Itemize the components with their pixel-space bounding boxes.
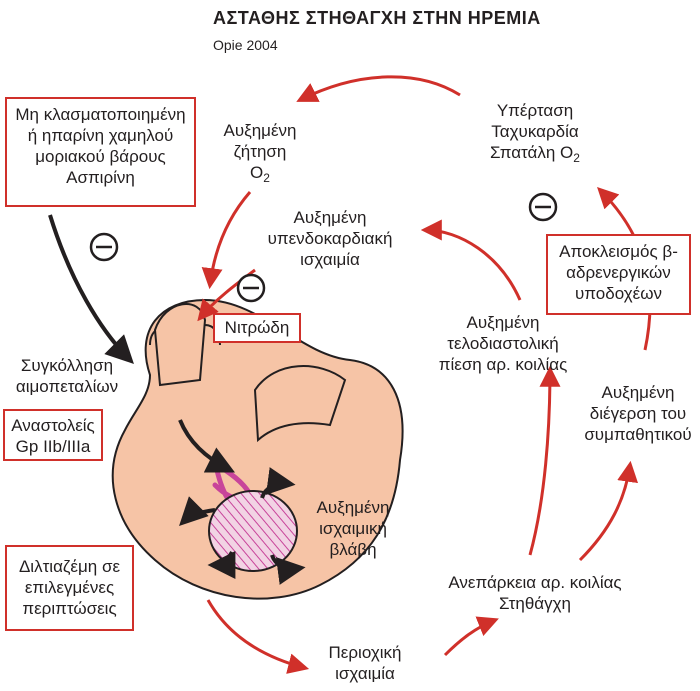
minus-icon-beta xyxy=(530,194,556,220)
node-increased-demand: Αυξημένη ζήτηση O2 xyxy=(205,120,315,189)
platelet-arrow xyxy=(50,215,130,360)
box-heparin-aspirin: Μη κλασματοποιημένη ή ηπαρίνη χαμηλού μο… xyxy=(5,97,196,207)
arrow-lvedp-to-subendo xyxy=(425,230,520,300)
page-subtitle: Opie 2004 xyxy=(213,37,278,53)
arrow-heart-to-regional xyxy=(208,600,305,668)
ischemic-zone xyxy=(209,491,297,571)
node-hypertension: Υπέρταση Ταχυκαρδία Σπατάλη O2 xyxy=(455,100,615,169)
box-gp-inhibitors: Αναστολείς Gp IIb/IIIa xyxy=(3,409,103,461)
arrow-lvfailure-to-sympathetic xyxy=(580,465,630,560)
node-regional-ischemia: Περιοχική ισχαιμία xyxy=(315,642,415,684)
page-title: ΑΣΤΑΘΗΣ ΣΤΗΘΑΓΧΗ ΣΤΗΝ ΗΡΕΜΙΑ xyxy=(213,8,541,29)
minus-icon-heparin xyxy=(91,234,117,260)
arrow-regional-to-lvfailure xyxy=(445,620,495,655)
node-ischemic-injury: Αυξημένη ισχαιμική βλάβη xyxy=(303,497,403,560)
box-beta-blockade: Αποκλεισμός β- αδρενεργικών υποδοχέων xyxy=(546,234,691,315)
box-diltiazem: Διλτιαζέμη σε επιλεγμένες περιπτώσεις xyxy=(5,545,134,631)
node-subendocardial-ischemia: Αυξημένη υπενδοκαρδιακή ισχαιμία xyxy=(255,207,405,270)
minus-icon-nitrates xyxy=(238,275,264,301)
node-sympathetic: Αυξημένη διέγερση του συμπαθητικού xyxy=(578,382,698,445)
arrow-demand-to-heart xyxy=(210,192,250,285)
node-lv-failure: Ανεπάρκεια αρ. κοιλίας Στηθάγχη xyxy=(430,572,640,614)
node-lvedp: Αυξημένη τελοδιαστολική πίεση αρ. κοιλία… xyxy=(423,312,583,375)
node-platelet-aggregation: Συγκόλληση αιμοπεταλίων xyxy=(2,355,132,397)
arrow-hypertension-to-demand xyxy=(300,77,460,100)
heart-aorta xyxy=(155,304,205,385)
box-nitrates: Νιτρώδη xyxy=(213,313,301,343)
arrow-lvfailure-to-lvedp xyxy=(530,370,550,555)
